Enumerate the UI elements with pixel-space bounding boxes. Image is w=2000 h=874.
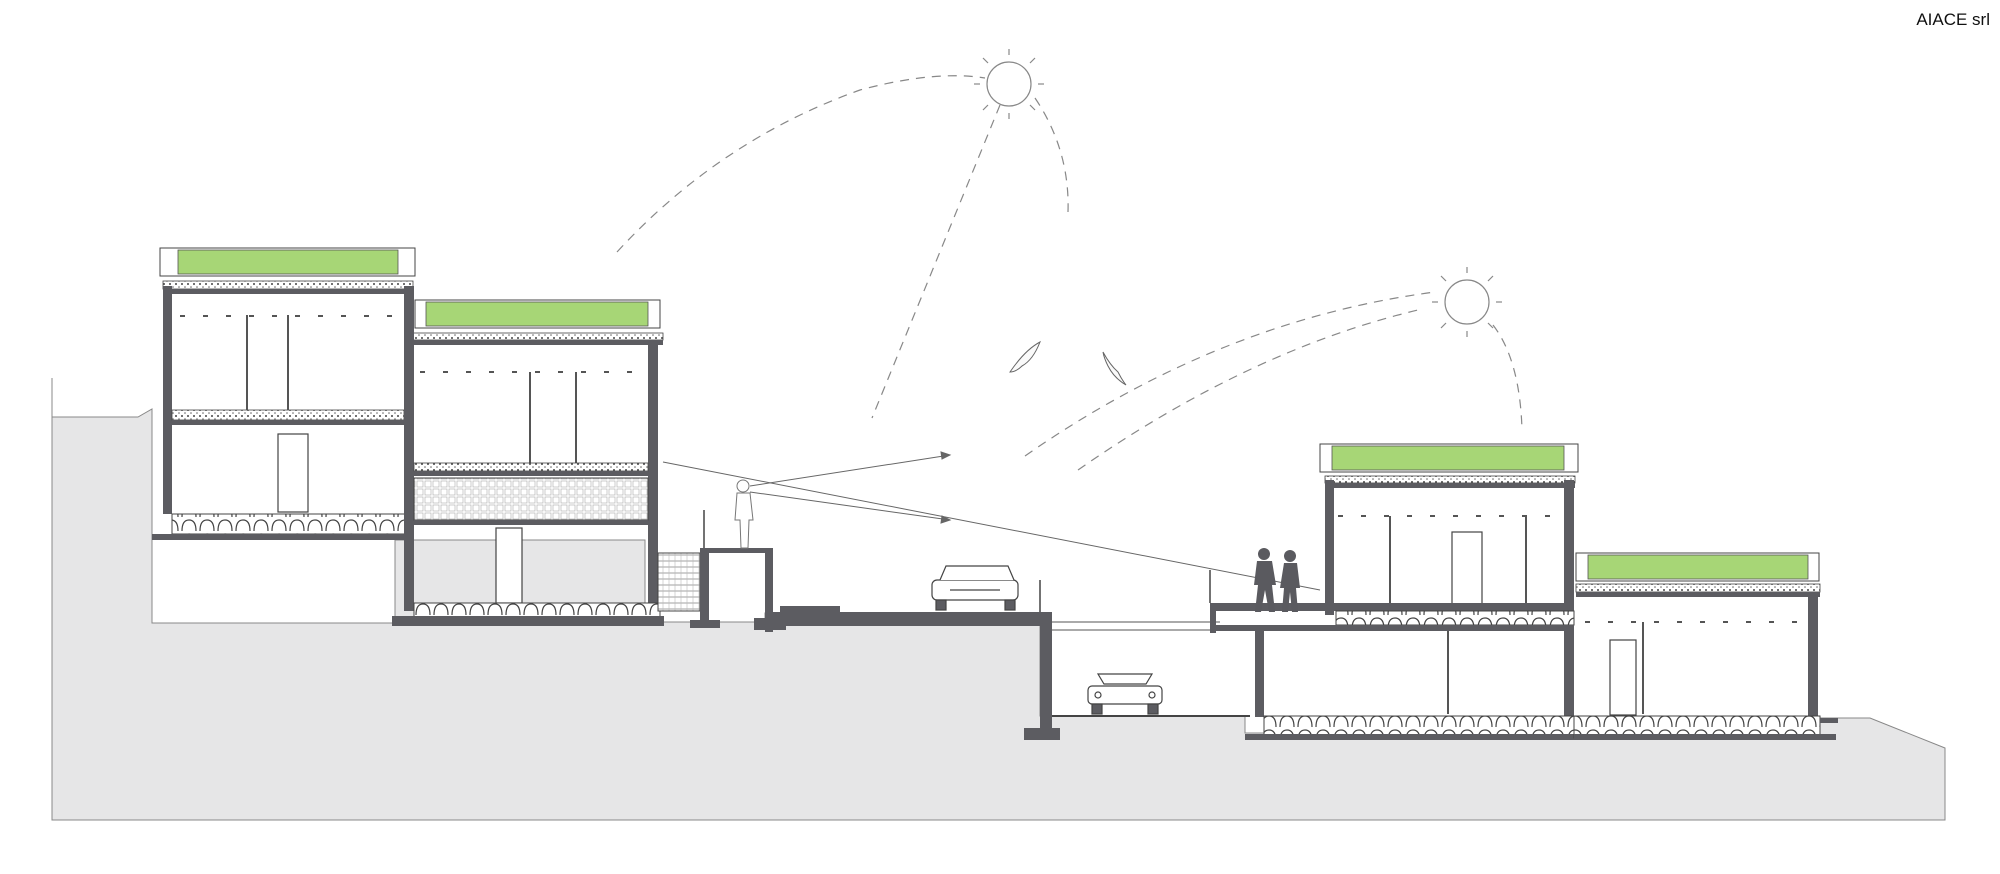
bird-icon-2 <box>1102 351 1127 386</box>
person-viewpoint <box>734 479 754 549</box>
car-street <box>931 565 1019 611</box>
door <box>495 527 523 604</box>
sun-paths <box>616 75 1523 471</box>
building-2 <box>392 286 664 626</box>
sun-icon-high <box>974 49 1044 119</box>
glass-block-wall <box>413 477 649 521</box>
sight-lines <box>662 451 1321 591</box>
door <box>1609 639 1637 716</box>
green-roof <box>177 249 399 275</box>
green-roof <box>1587 554 1809 580</box>
person-pair <box>1254 548 1300 612</box>
car-garage <box>1087 673 1163 715</box>
sun-icon-low <box>1432 267 1502 337</box>
green-roof <box>1331 445 1565 471</box>
stair-terrace <box>657 510 786 632</box>
door <box>1451 531 1483 611</box>
building-3 <box>1209 443 1579 740</box>
credit-label: AIACE srl <box>1916 10 1990 29</box>
bird-icon-1 <box>1009 340 1041 373</box>
building-4 <box>1573 552 1838 740</box>
street <box>773 580 1250 740</box>
green-roof <box>425 301 649 327</box>
door <box>277 433 309 513</box>
building-1 <box>152 247 416 540</box>
